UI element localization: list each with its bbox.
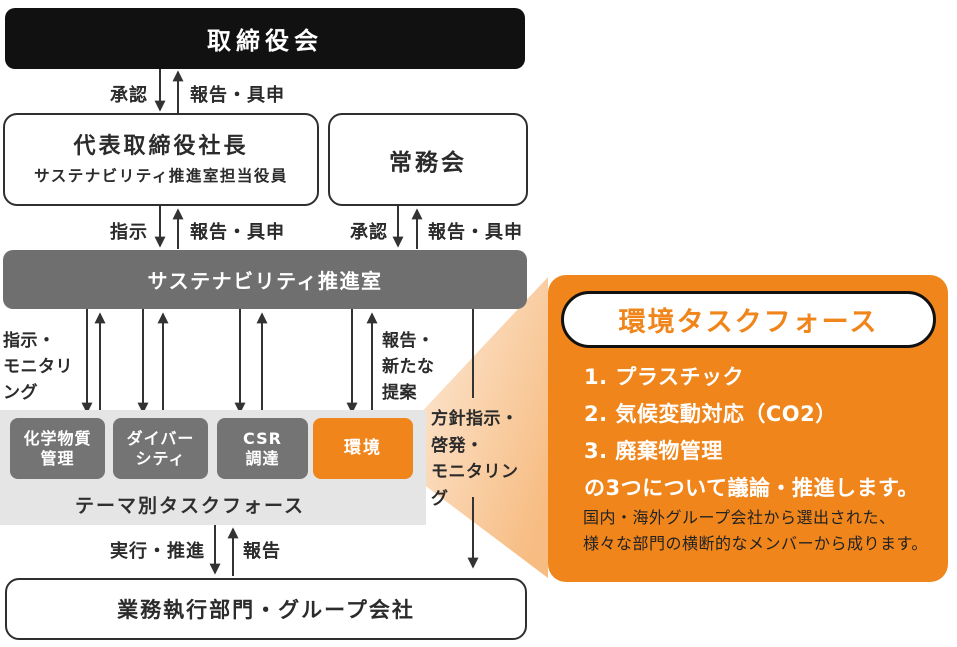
taskforce-environment-box: 環境 (313, 418, 413, 479)
president-box: 代表取締役社長 サステナビリティ推進室担当役員 (3, 113, 319, 206)
label-policy-monitoring: 方針指示・ 啓発・ モニタリン グ (431, 409, 519, 509)
label-approval-mid: 承認 (350, 222, 388, 243)
taskforce-diversity-box: ダイバー シティ (113, 418, 208, 479)
president-title: 代表取締役社長 (73, 133, 249, 159)
taskforce-chemical-box: 化学物質 管理 (10, 418, 105, 479)
callout-item-2: 2. 気候変動対応（CO2） (584, 402, 837, 426)
label-report-bottom: 報告 (243, 541, 281, 562)
label-report-mid-left: 報告・具申 (190, 222, 285, 243)
taskforce-band-label: テーマ別タスクフォース (74, 495, 306, 517)
environment-taskforce-callout: 環境タスクフォース 1. プラスチック 2. 気候変動対応（CO2） 3. 廃棄… (548, 275, 948, 582)
label-instruction-monitoring: 指示・ モニタリ ング (3, 331, 73, 403)
managing-committee-box: 常務会 (328, 113, 528, 206)
sustainability-office-box: サステナビリティ推進室 (3, 250, 527, 309)
callout-title-pill: 環境タスクフォース (561, 291, 936, 348)
label-approval-top: 承認 (110, 85, 148, 106)
callout-item-3: 3. 廃棄物管理 (584, 439, 723, 463)
callout-note: 国内・海外グループ会社から選出された、 様々な部門の横断的なメンバーから成ります… (583, 508, 928, 553)
taskforce-csr-box: CSR 調達 (217, 418, 308, 479)
board-of-directors-box: 取締役会 (5, 8, 525, 69)
operations-box: 業務執行部門・グループ会社 (5, 578, 527, 640)
label-report-mid-right: 報告・具申 (428, 222, 523, 243)
president-subtitle: サステナビリティ推進室担当役員 (34, 167, 288, 186)
label-report-new-proposal: 報告・ 新たな 提案 (382, 331, 435, 403)
callout-item-1: 1. プラスチック (584, 365, 744, 389)
callout-item-summary: の3つについて議論・推進します。 (584, 476, 919, 500)
label-report-top: 報告・具申 (190, 85, 285, 106)
label-execute-promote: 実行・推進 (110, 541, 205, 562)
label-instruction: 指示 (110, 222, 148, 243)
